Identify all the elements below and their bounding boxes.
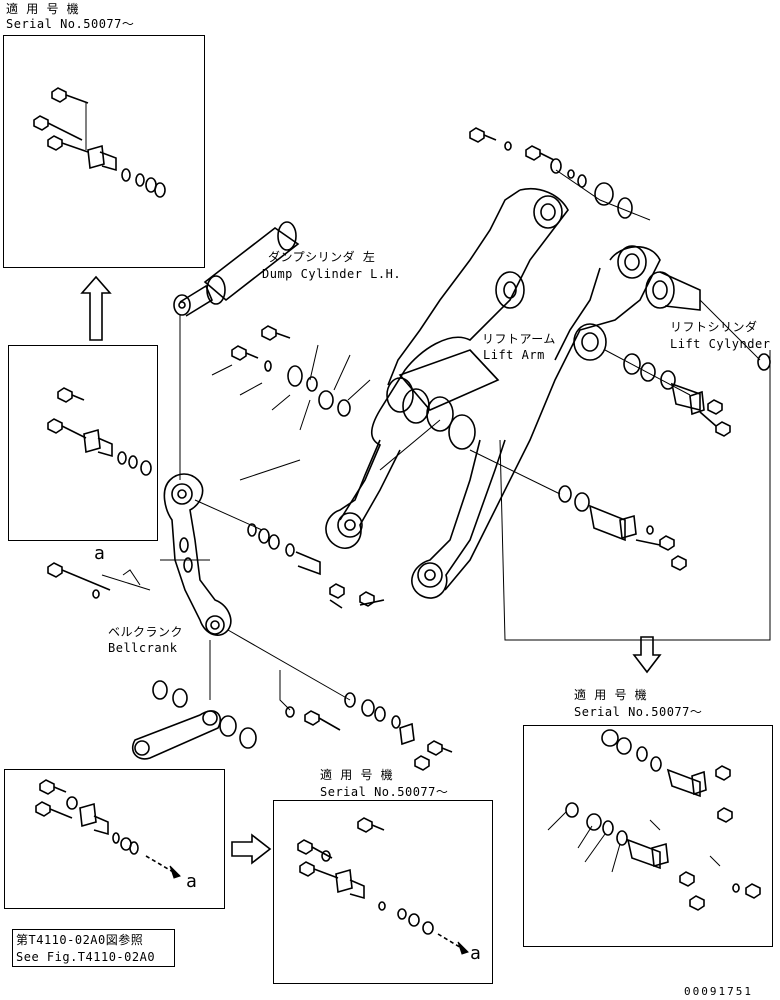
pin-parts-bellcrank	[47, 523, 385, 609]
hollow-arrow-down-icon	[632, 636, 662, 674]
pin-assembly-mid-left	[47, 387, 152, 476]
detail-box-mid-left	[8, 345, 158, 541]
lift-cylinder-label: Lift Cylynder	[670, 337, 771, 351]
pin-parts-bottom-chain	[279, 670, 453, 771]
bellcrank	[163, 473, 351, 701]
serial-label-right: Serial No.50077〜	[574, 705, 703, 719]
pin-parts-center	[211, 325, 371, 431]
dump-cylinder-label: Dump Cylinder L.H.	[262, 267, 402, 281]
leader-lines	[122, 350, 771, 641]
detail-box-bottom-left	[4, 769, 225, 909]
serial-label-top-left: Serial No.50077〜	[6, 17, 135, 31]
hollow-arrow-up-icon	[80, 275, 112, 341]
detail-box-bottom-right	[523, 725, 773, 947]
reference-label: See Fig.T4110-02A0	[16, 950, 156, 964]
reference-box	[12, 929, 175, 967]
lift-arm-label-jp: リフトアーム	[482, 332, 556, 346]
serial-label-jp-right: 適 用 号 機	[574, 688, 648, 702]
detail-box-top-left	[3, 35, 205, 268]
callout-a-left-box: a	[186, 871, 198, 892]
pin-assembly-bottom-left	[35, 779, 181, 879]
serial-label-bottom: Serial No.50077〜	[320, 785, 449, 799]
pin-parts-top	[469, 127, 651, 221]
dump-cylinder-left	[173, 221, 300, 480]
pin-assembly-bottom-center	[297, 817, 469, 955]
lift-cylinder-rod-end	[645, 271, 771, 371]
figure-code: 00091751	[684, 985, 753, 998]
hollow-arrow-right-icon	[231, 833, 272, 865]
callout-a-bottom-box: a	[470, 943, 482, 964]
lift-arm	[325, 188, 661, 599]
callout-a-top: a	[94, 543, 106, 564]
bellcrank-label-jp: ベルクランク	[108, 625, 184, 639]
dump-cylinder-label-jp: ダンプシリンダ 左	[268, 250, 376, 264]
bellcrank-label: Bellcrank	[108, 641, 178, 655]
serial-label-jp-top-left: 適 用 号 機	[6, 2, 80, 16]
serial-label-jp-bottom: 適 用 号 機	[320, 768, 394, 782]
lift-cylinder-label-jp: リフトシリンダ	[670, 320, 758, 334]
pin-parts-right	[604, 349, 731, 437]
dump-link	[131, 680, 257, 760]
pin-assembly-bottom-right	[547, 729, 761, 911]
reference-label-jp: 第T4110-02A0図参照	[16, 933, 144, 947]
detail-box-bottom-center	[273, 800, 493, 984]
pin-parts-right-lower	[469, 449, 687, 571]
pin-assembly-top-left	[33, 87, 166, 198]
lift-arm-label: Lift Arm	[483, 348, 545, 362]
